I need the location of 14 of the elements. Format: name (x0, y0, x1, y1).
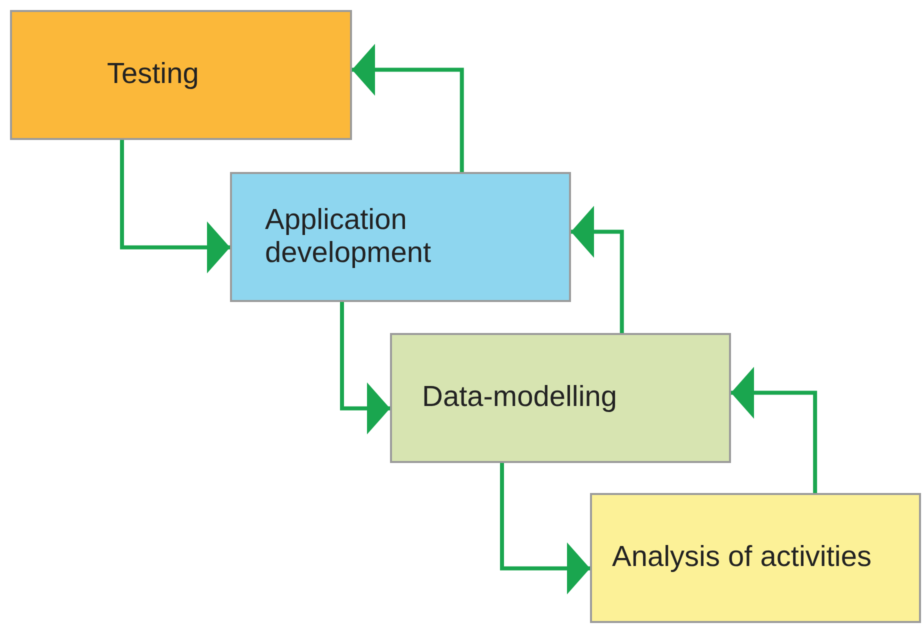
arrow (352, 44, 464, 172)
process-box (10, 10, 352, 140)
box-label: Analysis of activities (612, 541, 872, 575)
box-label: Application development (265, 204, 432, 270)
arrow (340, 302, 390, 434)
process-box (230, 172, 571, 302)
box-label: Testing (107, 58, 199, 92)
process-box (390, 333, 731, 463)
arrow (120, 140, 230, 274)
arrow (571, 206, 624, 333)
arrow (731, 366, 818, 493)
process-box (590, 493, 921, 623)
arrow (500, 463, 590, 594)
box-label: Data-modelling (422, 381, 618, 415)
